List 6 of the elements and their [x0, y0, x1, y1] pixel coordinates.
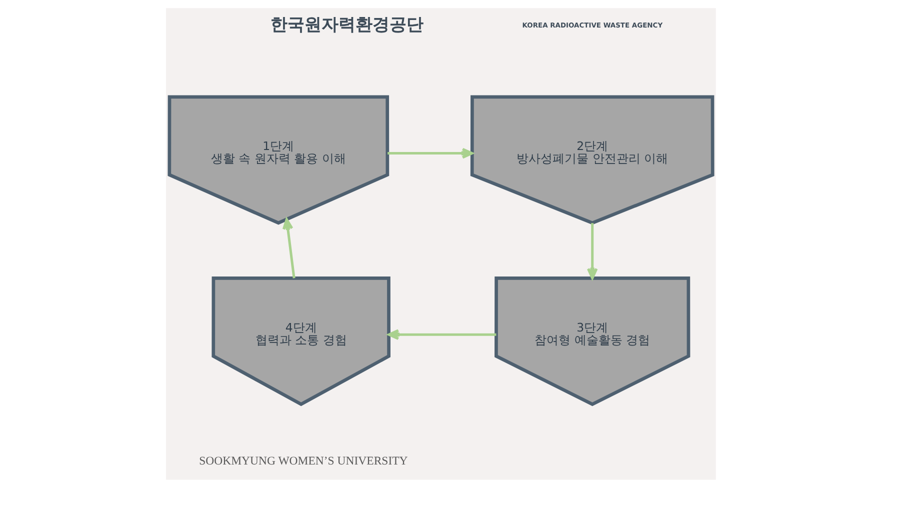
arrow [586, 223, 598, 280]
arrow [388, 148, 474, 159]
label: SOOKMYUNG WOMEN’S UNIVERSITY [199, 454, 408, 468]
label: 한국원자력환경공단 [270, 14, 424, 34]
arrow [388, 329, 496, 340]
arrow [282, 218, 296, 278]
